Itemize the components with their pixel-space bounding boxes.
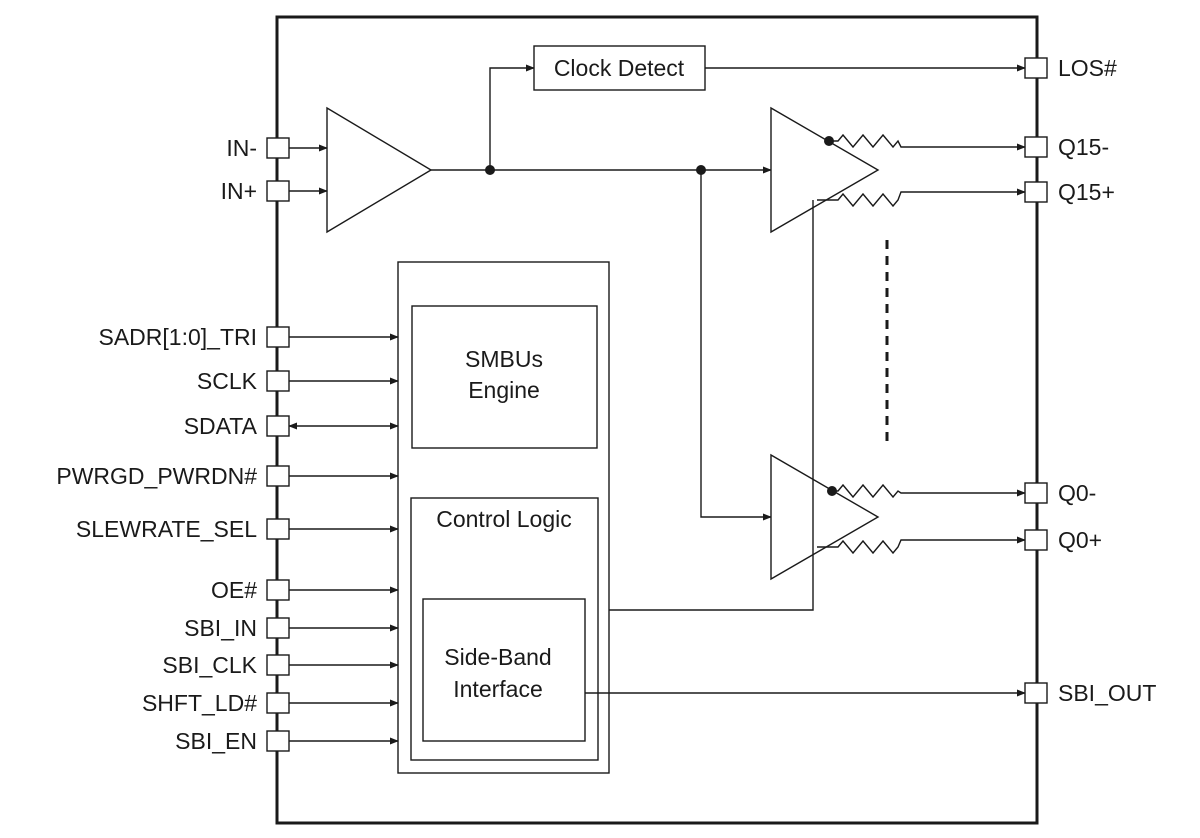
sideband-interface-block <box>422 598 586 742</box>
q15-minus-resistor <box>829 133 1026 151</box>
pin-sbi-out <box>1024 682 1048 704</box>
pin-label-sbi-in: SBI_IN <box>184 615 257 641</box>
pin-pwrgd <box>266 465 290 487</box>
pin-label-sadr: SADR[1:0]_TRI <box>99 324 258 350</box>
pin-label-sbi-clk: SBI_CLK <box>162 652 257 678</box>
pin-label-oe: OE# <box>211 577 257 603</box>
pin-q0-minus <box>1024 482 1048 504</box>
pin-sclk <box>266 370 290 392</box>
pin-label-q0-minus: Q0- <box>1058 480 1096 506</box>
pin-sbi-clk <box>266 654 290 676</box>
pin-label-sdata: SDATA <box>184 413 258 439</box>
pin-label-in-minus: IN- <box>226 135 257 161</box>
q0-minus-resistor <box>832 483 1026 499</box>
output-enable-line <box>609 200 814 611</box>
pin-shft-ld <box>266 692 290 714</box>
pin-label-q0-plus: Q0+ <box>1058 527 1102 553</box>
pin-in-minus <box>266 137 290 159</box>
pin-q15-plus <box>1024 181 1048 203</box>
sideband-interface-label-2: Interface <box>453 676 543 702</box>
clock-detect-block <box>533 45 706 91</box>
pin-q15-minus <box>1024 136 1048 158</box>
pin-label-q15-plus: Q15+ <box>1058 179 1115 205</box>
chip-outline <box>275 15 1039 825</box>
pin-label-sclk: SCLK <box>197 368 258 394</box>
pin-label-los: LOS# <box>1058 55 1117 81</box>
control-logic-label: Control Logic <box>436 506 572 532</box>
pin-los <box>1024 57 1048 79</box>
q15-output-driver <box>770 106 880 234</box>
smbus-engine-label-1: SMBUs <box>465 346 543 372</box>
smbus-engine-label-2: Engine <box>468 377 540 403</box>
q15-plus-resistor <box>817 188 1026 208</box>
smbus-engine-block <box>411 305 598 449</box>
pin-label-sbi-out: SBI_OUT <box>1058 680 1156 706</box>
q0-plus-resistor <box>817 536 1026 555</box>
input-buffer <box>326 106 433 234</box>
pin-oe <box>266 579 290 601</box>
pin-label-slewrate: SLEWRATE_SEL <box>76 516 257 542</box>
pin-label-q15-minus: Q15- <box>1058 134 1109 160</box>
sideband-interface-label-1: Side-Band <box>444 644 551 670</box>
pin-q0-plus <box>1024 529 1048 551</box>
pin-label-shft-ld: SHFT_LD# <box>142 690 257 716</box>
pin-label-sbi-en: SBI_EN <box>175 728 257 754</box>
pin-sbi-en <box>266 730 290 752</box>
clock-detect-label: Clock Detect <box>554 55 685 81</box>
pin-label-in-plus: IN+ <box>221 178 257 204</box>
pin-slewrate <box>266 518 290 540</box>
pin-sbi-in <box>266 617 290 639</box>
pin-sdata <box>266 415 290 437</box>
pin-sadr <box>266 326 290 348</box>
pin-label-pwrgd: PWRGD_PWRDN# <box>56 463 257 489</box>
pin-in-plus <box>266 180 290 202</box>
q0-output-driver <box>770 453 880 581</box>
